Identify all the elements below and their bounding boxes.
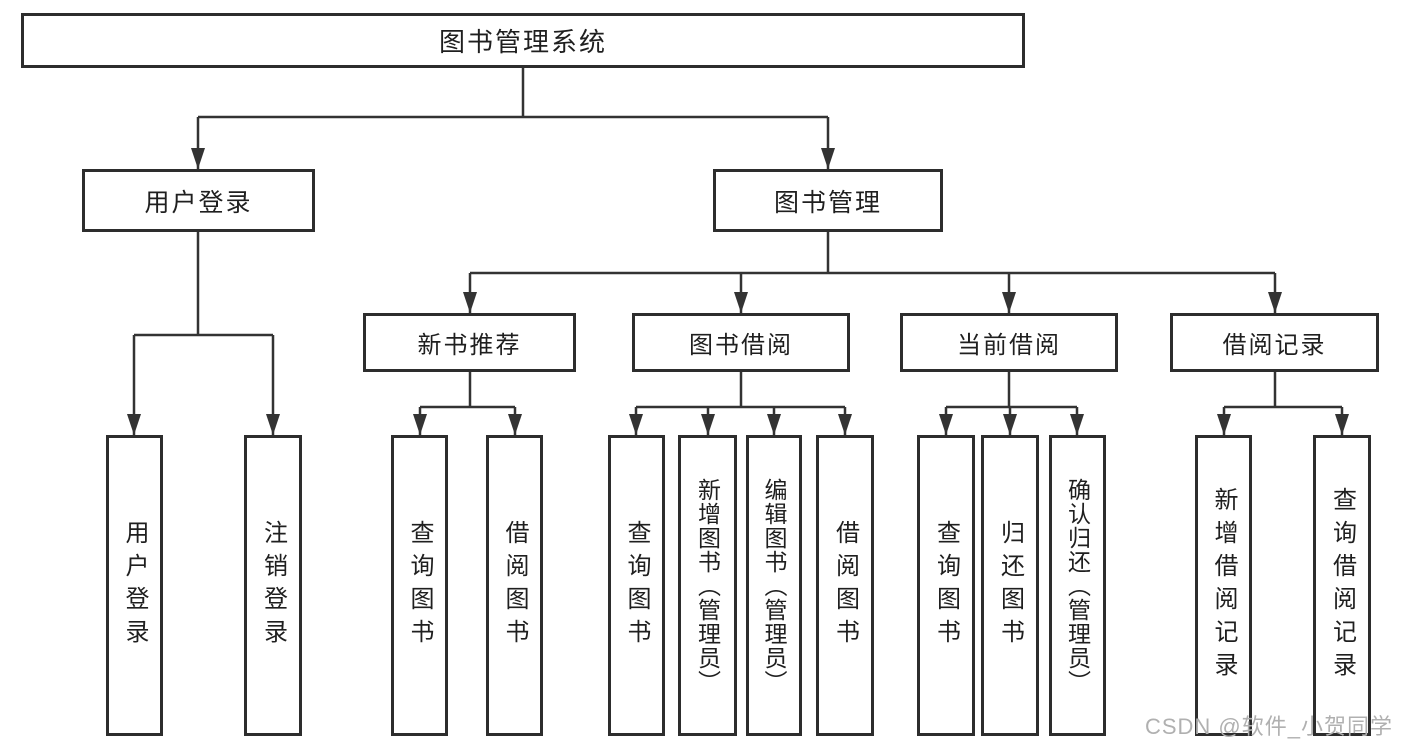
- node-user-login-label: 用户登录: [144, 188, 253, 217]
- node-root: 图书管理系统: [21, 13, 1025, 68]
- leaf-user-login: 用户登录: [106, 435, 163, 736]
- leaf-borrow-books-rec: 借阅图书: [486, 435, 543, 736]
- node-book-borrow: 图书借阅: [632, 313, 850, 372]
- leaf-query-books-borrow: 查询图书: [608, 435, 665, 736]
- node-book-borrow-label: 图书借阅: [689, 332, 793, 359]
- node-new-book-recommend: 新书推荐: [363, 313, 576, 372]
- leaf-borrow-books-rec-label: 借阅图书: [501, 519, 528, 652]
- leaf-return-books-label: 归还图书: [996, 519, 1024, 652]
- node-book-management-label: 图书管理: [773, 188, 882, 217]
- leaf-query-borrow-record-label: 查询借阅记录: [1328, 486, 1356, 685]
- node-root-label: 图书管理系统: [438, 27, 607, 57]
- node-borrow-records-label: 借阅记录: [1222, 332, 1327, 359]
- node-borrow-records: 借阅记录: [1170, 313, 1379, 372]
- node-new-book-recommend-label: 新书推荐: [417, 332, 522, 359]
- leaf-borrow-books-label: 借阅图书: [831, 519, 859, 652]
- tree-connectors: [132, 68, 1344, 435]
- leaf-confirm-return-admin-label: 确认归还（管理员）: [1064, 477, 1091, 694]
- leaf-add-borrow-record-label: 新增借阅记录: [1210, 486, 1237, 685]
- leaf-add-books-admin: 新增图书（管理员）: [678, 435, 737, 736]
- leaf-logout-label: 注销登录: [259, 519, 287, 652]
- leaf-query-books-rec: 查询图书: [391, 435, 448, 736]
- leaf-logout: 注销登录: [244, 435, 302, 736]
- leaf-query-books-rec-label: 查询图书: [406, 519, 433, 652]
- leaf-add-borrow-record: 新增借阅记录: [1195, 435, 1252, 736]
- leaf-confirm-return-admin: 确认归还（管理员）: [1049, 435, 1106, 736]
- node-current-borrow-label: 当前借阅: [957, 332, 1061, 359]
- leaf-query-books-current: 查询图书: [917, 435, 975, 736]
- leaf-borrow-books: 借阅图书: [816, 435, 874, 736]
- leaf-query-books-borrow-label: 查询图书: [623, 519, 650, 652]
- leaf-query-books-current-label: 查询图书: [932, 519, 960, 652]
- leaf-query-borrow-record: 查询借阅记录: [1313, 435, 1371, 736]
- node-current-borrow: 当前借阅: [900, 313, 1118, 372]
- leaf-return-books: 归还图书: [981, 435, 1039, 736]
- leaf-add-books-admin-label: 新增图书（管理员）: [694, 477, 721, 694]
- leaf-edit-books-admin: 编辑图书（管理员）: [746, 435, 802, 736]
- node-book-management: 图书管理: [713, 169, 943, 232]
- node-user-login: 用户登录: [82, 169, 315, 232]
- leaf-edit-books-admin-label: 编辑图书（管理员）: [761, 477, 787, 694]
- leaf-user-login-label: 用户登录: [121, 519, 148, 652]
- watermark-text: CSDN @软件_小贺同学: [1144, 714, 1393, 739]
